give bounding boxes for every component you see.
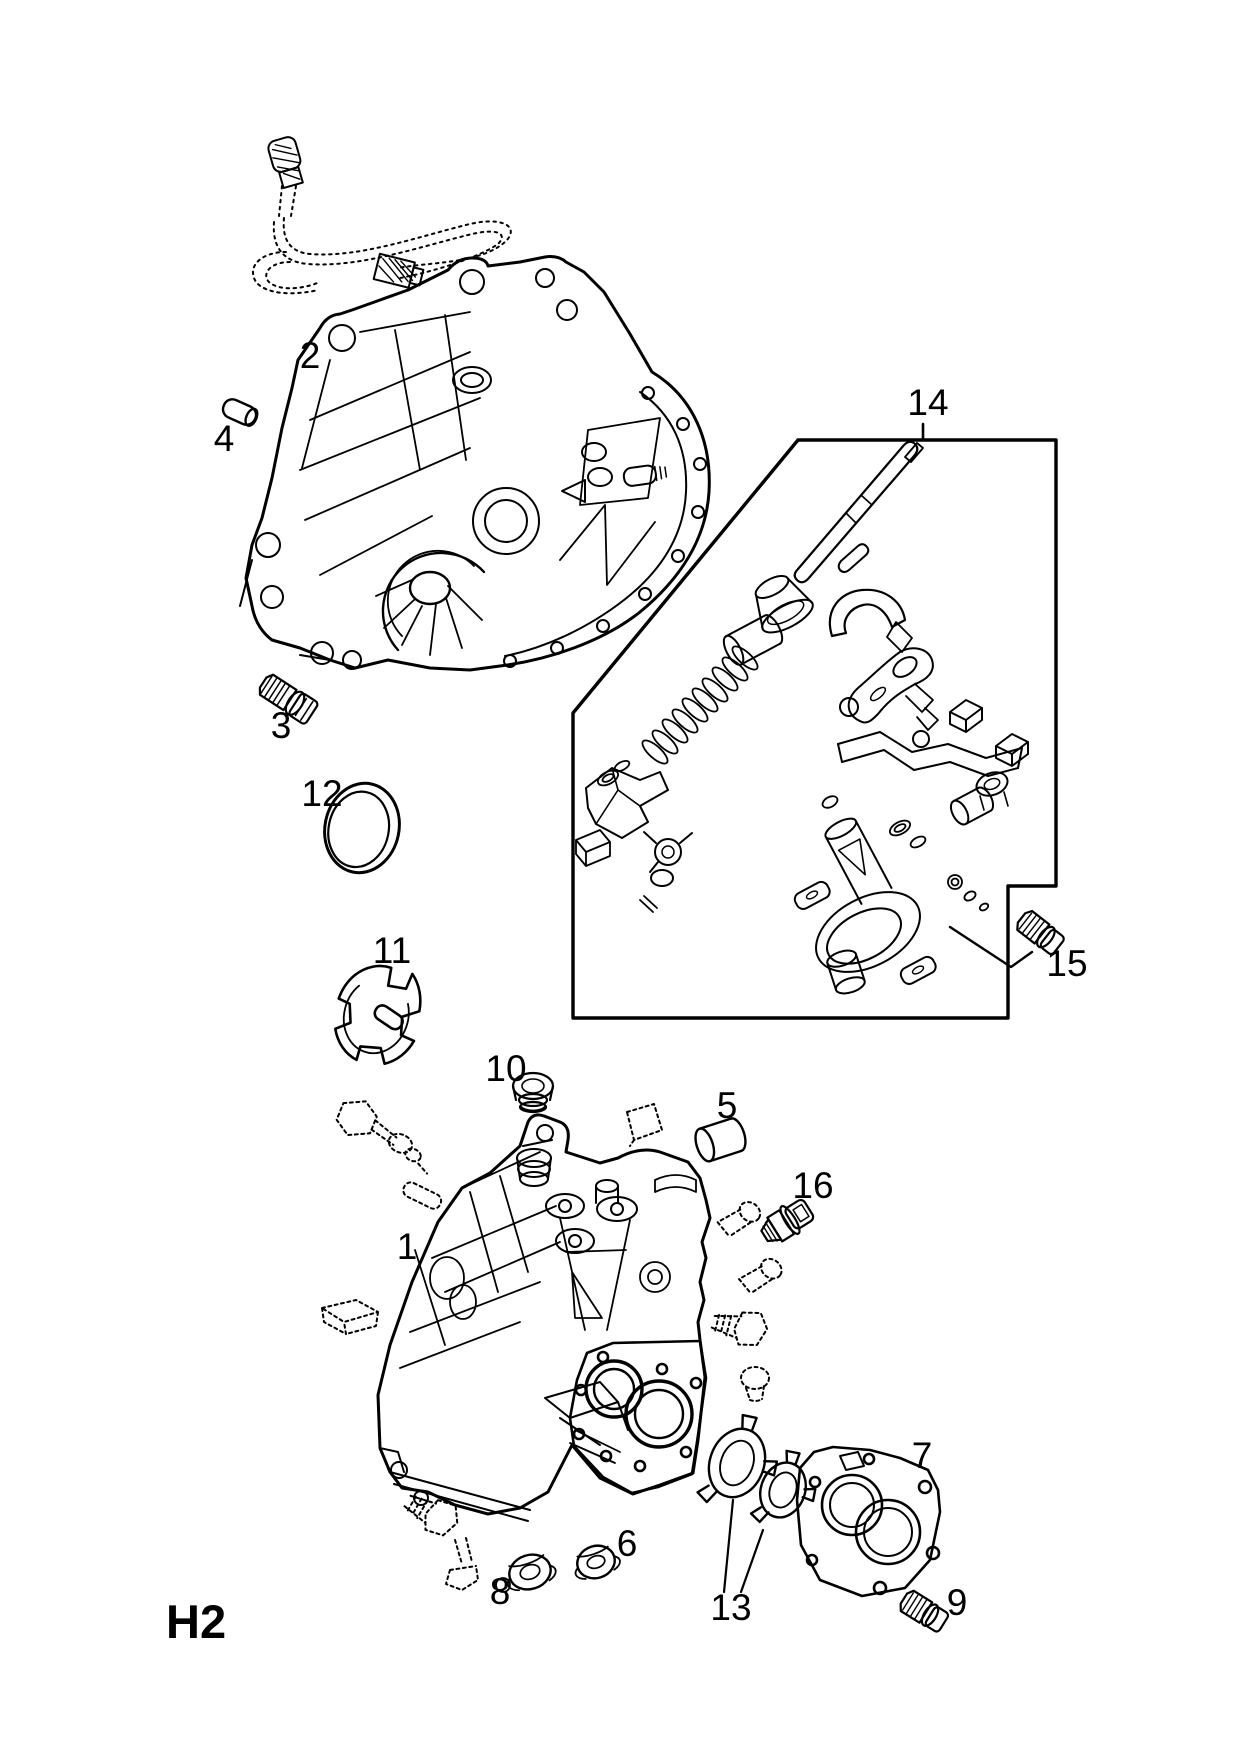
seal-ring-part-12 bbox=[323, 781, 401, 875]
selector-assembly-group-14 bbox=[575, 440, 1029, 995]
callout-15: 15 bbox=[1046, 943, 1087, 984]
clutch-housing-rim-holes bbox=[503, 386, 707, 668]
hidden-fasteners-dotted bbox=[321, 1100, 783, 1591]
shaft-support-flange bbox=[793, 817, 937, 985]
breather-hose-dotted bbox=[251, 185, 512, 295]
detent-cap bbox=[754, 574, 814, 634]
clutch-housing-part-2 bbox=[239, 255, 711, 672]
callout-8: 8 bbox=[490, 1571, 511, 1612]
detent-plunger bbox=[722, 614, 784, 666]
clutch-housing-bolt-lugs bbox=[239, 268, 578, 670]
clutch-housing-ribs bbox=[299, 311, 656, 586]
lock-plate-part-11 bbox=[333, 964, 422, 1066]
selector-shaft bbox=[793, 440, 924, 584]
bushing-part-5 bbox=[694, 1117, 747, 1163]
callout-10: 10 bbox=[485, 1048, 526, 1089]
pin-part-4 bbox=[221, 398, 259, 427]
bolt-part-15 bbox=[1016, 909, 1065, 956]
clutch-housing-bores bbox=[452, 366, 661, 555]
page-code: H2 bbox=[166, 1595, 226, 1648]
detent-housing bbox=[575, 767, 669, 867]
interlock-lever bbox=[837, 731, 1023, 811]
universal-joint bbox=[639, 831, 693, 913]
breather-connector bbox=[267, 136, 425, 289]
callout-labels: 1 2 3 4 5 6 7 8 9 10 11 12 13 14 15 16 bbox=[214, 335, 1088, 1628]
callout-13: 13 bbox=[710, 1587, 751, 1628]
detent-spring bbox=[641, 645, 759, 765]
callout-7: 7 bbox=[912, 1435, 933, 1476]
callout-3: 3 bbox=[271, 705, 292, 746]
callout-1: 1 bbox=[397, 1226, 418, 1267]
leader-line-15 bbox=[948, 925, 1034, 969]
callout-2: 2 bbox=[300, 335, 321, 376]
flange-seals bbox=[821, 795, 990, 912]
switch-part-16 bbox=[760, 1198, 815, 1243]
case-ribs bbox=[399, 1151, 697, 1369]
callout-5: 5 bbox=[717, 1085, 738, 1126]
case-end-plate bbox=[568, 1339, 708, 1495]
end-cover-part-7 bbox=[795, 1445, 942, 1598]
bolt-part-3 bbox=[258, 673, 319, 725]
callout-9: 9 bbox=[947, 1582, 968, 1623]
interlock-ball bbox=[912, 730, 930, 748]
selector-finger bbox=[847, 647, 939, 731]
main-case-part-1 bbox=[376, 1113, 712, 1522]
drain-plug-part-8 bbox=[495, 1553, 557, 1593]
selector-shaft-pin bbox=[837, 543, 870, 573]
shift-fork bbox=[828, 588, 913, 653]
callout-14: 14 bbox=[907, 382, 948, 423]
callout-16: 16 bbox=[792, 1165, 833, 1206]
callout-12: 12 bbox=[301, 773, 342, 814]
clutch-housing-spoked-opening bbox=[375, 549, 486, 656]
leader-lines-13 bbox=[722, 1498, 765, 1594]
detent-ball bbox=[839, 697, 859, 717]
callout-4: 4 bbox=[214, 418, 235, 459]
flange-bushing-cup bbox=[826, 949, 866, 995]
callout-11: 11 bbox=[373, 930, 411, 971]
case-bosses bbox=[545, 1179, 638, 1331]
plug-part-6 bbox=[574, 1544, 621, 1580]
callout-6: 6 bbox=[617, 1523, 638, 1564]
shaft-bushing bbox=[949, 786, 994, 826]
callout-box-14 bbox=[571, 438, 1058, 1020]
clutch-housing-stud bbox=[622, 464, 668, 487]
lock-plates-part-13 bbox=[696, 1413, 817, 1594]
bolt-part-9 bbox=[899, 1589, 950, 1633]
interlock-cubes bbox=[949, 699, 1029, 767]
case-skirt bbox=[379, 1447, 531, 1522]
filler-plug-part-10 bbox=[511, 1071, 555, 1114]
